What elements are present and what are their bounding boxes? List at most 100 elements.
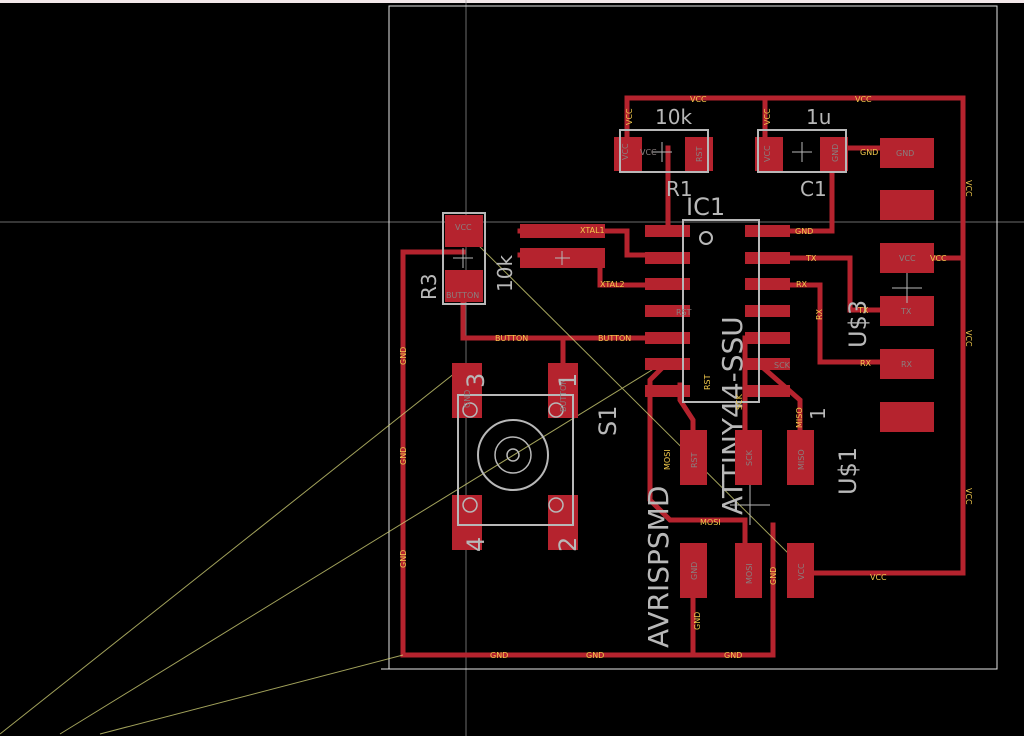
pad-label-u1-rst: RST <box>690 452 699 468</box>
net-label-gnd-bottom-1: GND <box>490 651 508 660</box>
net-label-gnd-right: GND <box>769 567 778 585</box>
window-top-bar <box>0 0 1024 3</box>
net-label-miso: MISO <box>795 407 804 428</box>
net-label-gnd-bottom-2: GND <box>586 651 604 660</box>
net-label-vcc-c1: VCC <box>763 108 772 125</box>
net-label-xtal2: XTAL2 <box>600 280 625 289</box>
label-u1-value: AVRISPSMD <box>642 486 675 648</box>
net-label-vcc-top-2: VCC <box>855 95 872 104</box>
silk-s1-hole-3 <box>462 497 478 513</box>
pad-label-r1-vcc-2: VCC <box>640 148 657 157</box>
pad-label-u1-mosi: MOSI <box>745 563 754 584</box>
label-c1-value: 1u <box>806 105 831 129</box>
pad-u3-gnd <box>880 138 934 168</box>
ic1-left-pads <box>645 225 690 397</box>
pad-label-u1-sck: SCK <box>745 449 754 466</box>
net-label-button-2: BUTTON <box>598 334 631 343</box>
ic1-right-pads <box>745 225 790 397</box>
airwire-3 <box>99 654 404 735</box>
label-r1-name: R1 <box>666 177 693 201</box>
pad-u1-vcc <box>787 543 814 598</box>
pad-label-r1-vcc: VCC <box>621 143 630 160</box>
pad-u1-mosi <box>735 543 762 598</box>
pad-u1-sck <box>735 430 762 485</box>
component-s1[interactable]: GND BUTTON 3 1 4 2 S1 <box>452 363 622 552</box>
pad-r3-button <box>445 270 483 302</box>
pad-label-s1-button: BUTTON <box>559 379 568 412</box>
silk-s1-hole-1 <box>462 402 478 418</box>
pad-label-r1-rst: RST <box>695 146 704 162</box>
net-label-rx-3: RX <box>815 308 824 320</box>
label-c1-name: C1 <box>800 177 827 201</box>
net-label-vcc-u3: VCC <box>930 254 947 263</box>
label-ic1-name: IC1 <box>686 193 725 221</box>
silk-s1-button <box>494 436 532 474</box>
net-label-rx-2: RX <box>860 359 872 368</box>
pin-num-s1-1: 1 <box>554 373 582 388</box>
net-label-gnd-left-2: GND <box>399 447 408 465</box>
component-u1[interactable]: RST SCK MISO GND MOSI VCC 1 U$1 AVRISPSM… <box>642 407 862 648</box>
component-r3[interactable]: VCC BUTTON R3 10k <box>417 212 517 305</box>
pad-r1-vcc <box>614 137 642 171</box>
pad-label-u3-rx: RX <box>901 360 913 369</box>
pin-num-u1-1: 1 <box>806 407 830 420</box>
net-label-vcc-r1: VCC <box>625 108 634 125</box>
net-label-vcc-right-1: VCC <box>964 180 973 197</box>
net-label-tx-1: TX <box>805 254 817 263</box>
net-label-gnd-c1: GND <box>860 148 878 157</box>
label-r3-name: R3 <box>417 273 441 300</box>
trace-button <box>460 297 668 341</box>
airwire-1 <box>0 364 466 735</box>
net-label-vcc-top-1: VCC <box>690 95 707 104</box>
trace-miso <box>756 361 803 443</box>
net-label-rst: RST <box>703 374 712 390</box>
net-label-tx-2: TX <box>857 306 869 315</box>
silk-s1-body <box>457 394 574 526</box>
net-label-mosi-2: MOSI <box>663 449 672 470</box>
silk-ic1 <box>682 219 760 403</box>
component-xtal-pads[interactable] <box>520 224 605 268</box>
silk-ic1-pin1-dot <box>699 231 713 245</box>
pad-label-r3-button: BUTTON <box>446 291 479 300</box>
label-u1-name: U$1 <box>834 447 862 495</box>
airwire-2 <box>59 364 661 735</box>
pad-u1-miso <box>787 430 814 485</box>
pad-label-ic1-rst: RST <box>676 308 692 317</box>
pad-label-ic1-sck: SCK <box>774 361 791 370</box>
pin-num-s1-3: 3 <box>462 373 490 388</box>
pad-label-u1-vcc: VCC <box>797 563 806 580</box>
pad-label-u1-gnd: GND <box>690 562 699 580</box>
net-label-xtal1: XTAL1 <box>580 226 605 235</box>
pad-u3-6 <box>880 402 934 432</box>
silk-c1 <box>757 129 847 173</box>
label-u3-name: U$3 <box>844 300 872 348</box>
net-label-gnd-ic: GND <box>795 227 813 236</box>
trace-vcc-loop <box>624 95 966 576</box>
silk-s1-ring <box>477 419 549 491</box>
net-label-rx-1: RX <box>796 280 808 289</box>
pad-label-r3-vcc: VCC <box>455 223 472 232</box>
silk-s1-hole-4 <box>548 497 564 513</box>
silk-s1-hole-2 <box>548 402 564 418</box>
airwire-4 <box>462 229 801 566</box>
airwires <box>0 229 801 735</box>
component-c1[interactable]: VCC GND 1u C1 <box>755 105 848 201</box>
pad-u1-gnd <box>680 543 707 598</box>
pin-num-s1-4: 4 <box>462 537 490 552</box>
pad-c1-vcc <box>755 137 783 171</box>
component-r1[interactable]: VCC VCC RST 10k R1 <box>614 105 713 201</box>
net-label-mosi-1: MOSI <box>700 518 721 527</box>
component-u3[interactable]: GND VCC TX RX U$3 <box>844 138 934 432</box>
net-label-vcc-right-3: VCC <box>964 488 973 505</box>
net-labels: VCC VCC VCC VCC GND VCC VCC VCC VCC VCC … <box>399 95 973 660</box>
pad-xtal1 <box>520 224 605 238</box>
pad-u3-2 <box>880 190 934 220</box>
silk-r1 <box>619 129 709 173</box>
net-label-gnd-bottom-3: GND <box>724 651 742 660</box>
pad-r3-vcc <box>445 215 483 247</box>
pad-u1-rst <box>680 430 707 485</box>
pad-u3-vcc <box>880 243 934 273</box>
pad-label-c1-vcc: VCC <box>763 145 772 162</box>
pad-label-u1-miso: MISO <box>797 449 806 470</box>
